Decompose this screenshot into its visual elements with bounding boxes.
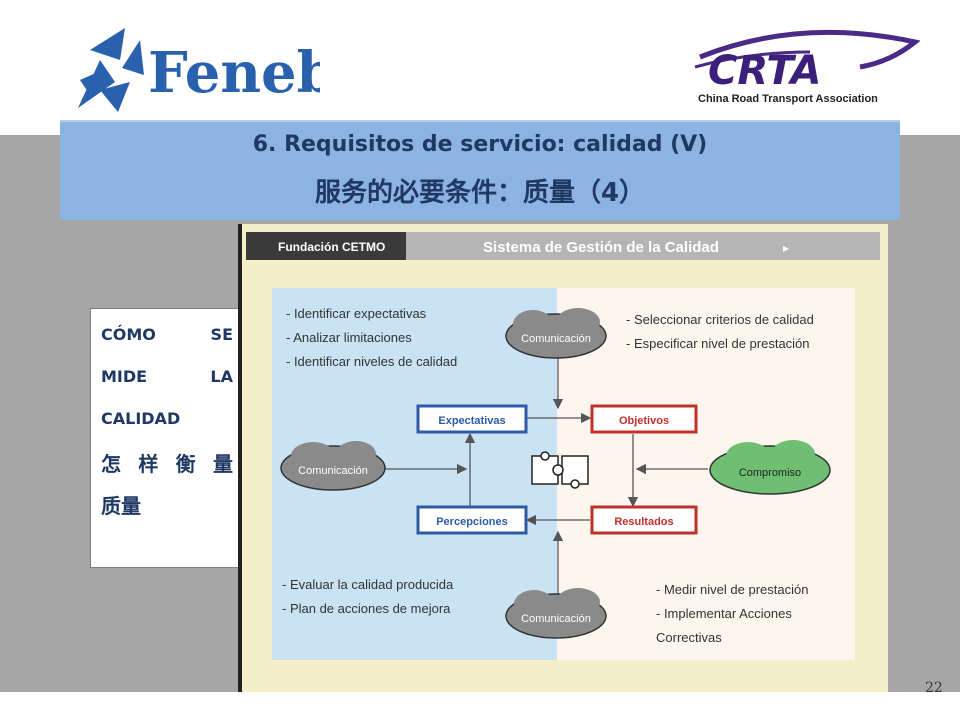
question-row-1: CÓMO SE [101,323,233,365]
objetivos-box [590,404,698,434]
expectativas-label: Expectativas [438,415,505,427]
resultados-box [590,505,698,535]
tr-item: - Seleccionar criterios de calidad [626,312,814,327]
cloud-top: Comunicación [505,308,607,359]
char: 怎 [101,452,121,476]
cloud-bottom: Comunicación [505,588,607,639]
crta-logo: CRTA China Road Transport Association [694,29,920,105]
cloud-top-label: Comunicación [521,333,591,345]
tl-item: - Analizar limitaciones [286,330,412,345]
diagram-header-left [246,232,406,260]
tr-item: - Especificar nivel de prestación [626,336,810,351]
char: 量 [212,452,233,476]
question-row-3: CALIDAD [101,407,233,449]
expectativas-box [416,404,528,434]
objetivos-label: Objetivos [619,415,669,427]
cloud-right: Compromiso [709,440,831,495]
question-cn-row-2: 质量 [101,491,233,533]
header-arrow-icon: ▸ [783,241,789,255]
word: CALIDAD [101,409,181,428]
crta-logo-text: CRTA [708,48,822,94]
char: 衡 [175,452,196,476]
word: SE [210,325,233,344]
fenebus-logo: Fenebús [78,28,320,112]
word: LA [210,367,233,386]
tl-item: - Identificar niveles de calidad [286,354,457,369]
cloud-left-label: Comunicación [298,465,368,477]
cloud-bottom-label: Comunicación [521,613,591,625]
br-item: - Implementar Acciones [656,606,792,621]
question-box: CÓMO SE MIDE LA CALIDAD 怎 样 衡 量 质量 [90,308,242,568]
percepciones-label: Percepciones [436,516,508,528]
cloud-right-label: Compromiso [739,467,801,479]
footer-strip [0,692,960,720]
page-number: 22 [925,680,943,696]
cloud-left: Comunicación [280,441,386,491]
question-row-2: MIDE LA [101,365,233,407]
bl-item: - Evaluar la calidad producida [282,577,454,592]
slide-title: 6. Requisitos de servicio: calidad (V) [252,132,708,157]
char: 质量 [101,494,141,518]
header-fundacion: Fundación CETMO [278,240,385,254]
br-item: Correctivas [656,630,722,645]
word: MIDE [101,367,148,386]
header-sistema: Sistema de Gestión de la Calidad [483,239,719,256]
title-banner: 6. Requisitos de servicio: calidad (V) 服… [60,120,900,220]
tl-item: - Identificar expectativas [286,306,427,321]
question-cn-row-1: 怎 样 衡 量 [101,449,233,491]
bl-item: - Plan de acciones de mejora [282,601,451,616]
crta-subtitle: China Road Transport Association [698,93,878,105]
fenebus-logo-text: Fenebús [148,40,320,106]
resultados-label: Resultados [614,516,673,528]
percepciones-box [416,505,528,535]
quality-system-diagram: Fundación CETMO Sistema de Gestión de la… [238,224,888,692]
br-item: - Medir nivel de prestación [656,582,808,597]
word: CÓMO [101,325,156,344]
slide-title-chinese: 服务的必要条件：质量（4） [314,178,646,208]
diagram-header-right [406,232,880,260]
char: 样 [138,452,159,476]
puzzle-icon [531,451,589,489]
fenebus-snowflake-icon [78,28,144,112]
